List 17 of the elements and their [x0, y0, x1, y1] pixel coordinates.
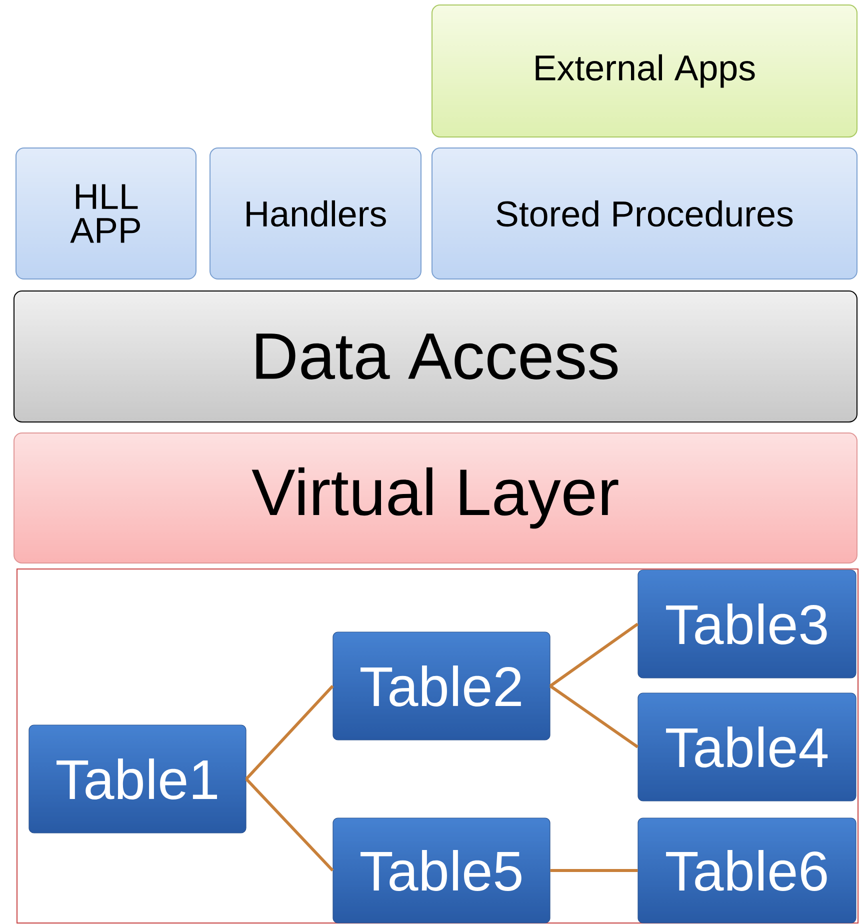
layer-box: External Apps [432, 4, 858, 138]
layer-box: Virtual Layer [14, 432, 858, 564]
layer-box: Data Access [14, 290, 858, 422]
table-box: Table1 [28, 724, 246, 834]
table-box: Table4 [638, 692, 856, 802]
table-box: Table5 [332, 818, 550, 924]
layer-box: Handlers [210, 148, 422, 280]
table-box: Table2 [332, 632, 550, 740]
connector-line [550, 869, 638, 872]
table-box: Table6 [638, 818, 856, 924]
layer-box: Stored Procedures [432, 148, 858, 280]
connector-line [245, 778, 334, 872]
connector-line [549, 684, 639, 748]
layer-box: HLL APP [16, 148, 196, 280]
table-box: Table3 [638, 570, 856, 678]
connector-line [549, 622, 639, 688]
connector-line [245, 684, 334, 780]
